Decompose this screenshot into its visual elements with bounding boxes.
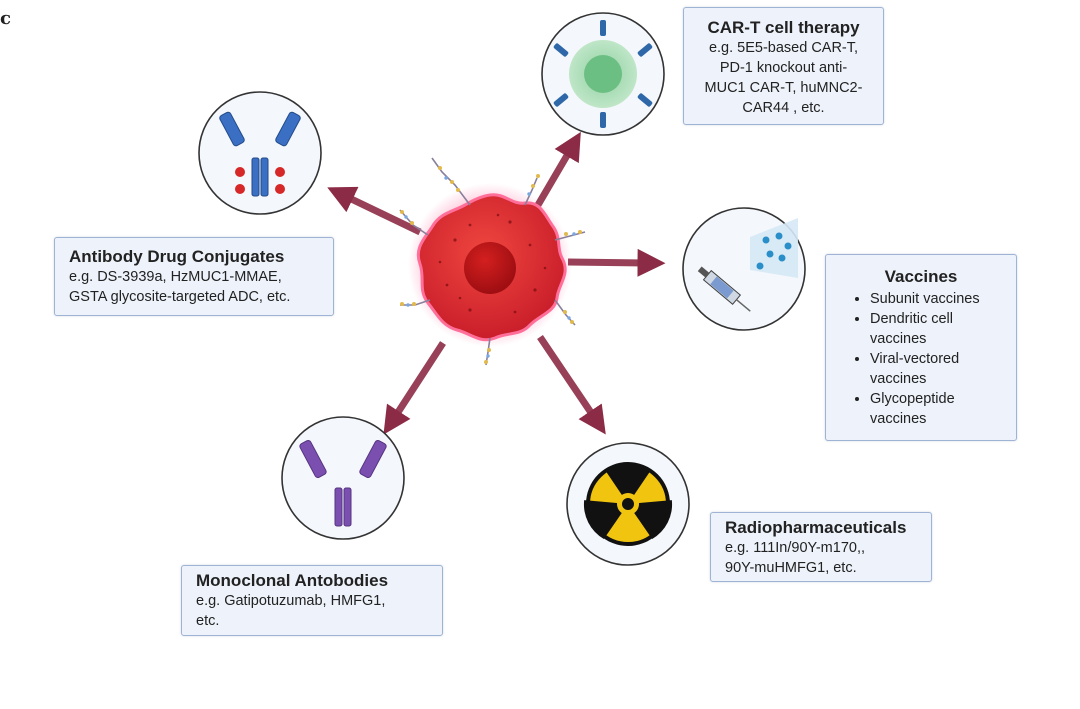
vaccine-syringe-icon	[682, 207, 806, 331]
radiopharma-box: Radiopharmaceuticals e.g. 111In/90Y-m170…	[710, 512, 932, 582]
vaccine-item-text: vaccines	[870, 411, 927, 427]
vaccine-item: Subunit vaccines	[870, 289, 1016, 309]
arrow-to-car-t	[534, 131, 581, 207]
vaccine-item-text: Viral-vectored	[870, 351, 960, 367]
adc-line: e.g. DS-3939a, HzMUC1-MMAE,	[69, 269, 282, 285]
arrow-to-vaccines	[567, 248, 666, 277]
vaccine-item-text: vaccines	[870, 371, 927, 387]
arrows	[327, 131, 666, 435]
vaccine-item-text: Glycopeptide	[870, 391, 955, 407]
radiopharma-title: Radiopharmaceuticals	[725, 518, 907, 537]
radiation-icon	[566, 442, 690, 566]
adc-box: Antibody Drug Conjugates e.g. DS-3939a, …	[54, 237, 334, 316]
radiopharma-line: 90Y-muHMFG1, etc.	[725, 560, 857, 576]
vaccine-item: Viral-vectored vaccines	[870, 349, 1016, 389]
vaccines-list: Subunit vaccines Dendritic cellvaccines …	[848, 289, 1016, 429]
arrow-to-radio	[537, 335, 606, 435]
vaccine-item-text: Subunit vaccines	[870, 291, 980, 307]
vaccine-item-text: Dendritic cell	[870, 311, 953, 327]
vaccines-title: Vaccines	[884, 267, 958, 286]
radiopharma-line: e.g. 111In/90Y-m170,,	[725, 540, 866, 556]
vaccines-box: Vaccines Subunit vaccines Dendritic cell…	[825, 254, 1017, 441]
car-t-title: CAR-T cell therapy	[707, 18, 860, 37]
vaccine-item-text: vaccines	[870, 331, 927, 347]
adc-line: GSTA glycosite-targeted ADC, etc.	[69, 289, 291, 305]
adc-antibody-icon	[198, 91, 322, 215]
monoclonal-box: Monoclonal Antobodies e.g. Gatipotuzumab…	[181, 565, 443, 636]
adc-title: Antibody Drug Conjugates	[69, 247, 285, 266]
car-t-line: MUC1 CAR-T, huMNC2-	[704, 80, 863, 96]
vaccine-item: Glycopeptide vaccines	[870, 389, 1016, 429]
vaccine-item: Dendritic cell vaccines	[870, 309, 1016, 349]
car-t-line: PD-1 knockout anti-	[719, 60, 848, 76]
arrow-to-monoclonal	[383, 341, 446, 435]
monoclonal-line: e.g. Gatipotuzumab, HMFG1,	[196, 593, 386, 609]
car-t-line: e.g. 5E5-based CAR-T,	[708, 40, 859, 56]
car-t-line: CAR44 , etc.	[742, 100, 825, 116]
panel-label: c	[0, 8, 11, 29]
tumor-cell-icon	[399, 157, 586, 366]
monoclonal-title: Monoclonal Antobodies	[196, 571, 389, 590]
monoclonal-line: etc.	[196, 613, 220, 629]
monoclonal-antibody-icon	[281, 416, 405, 540]
car-t-box: CAR-T cell therapy e.g. 5E5-based CAR-T,…	[683, 7, 884, 125]
car-t-cell-icon	[541, 12, 665, 136]
arrow-to-adc	[327, 186, 422, 236]
